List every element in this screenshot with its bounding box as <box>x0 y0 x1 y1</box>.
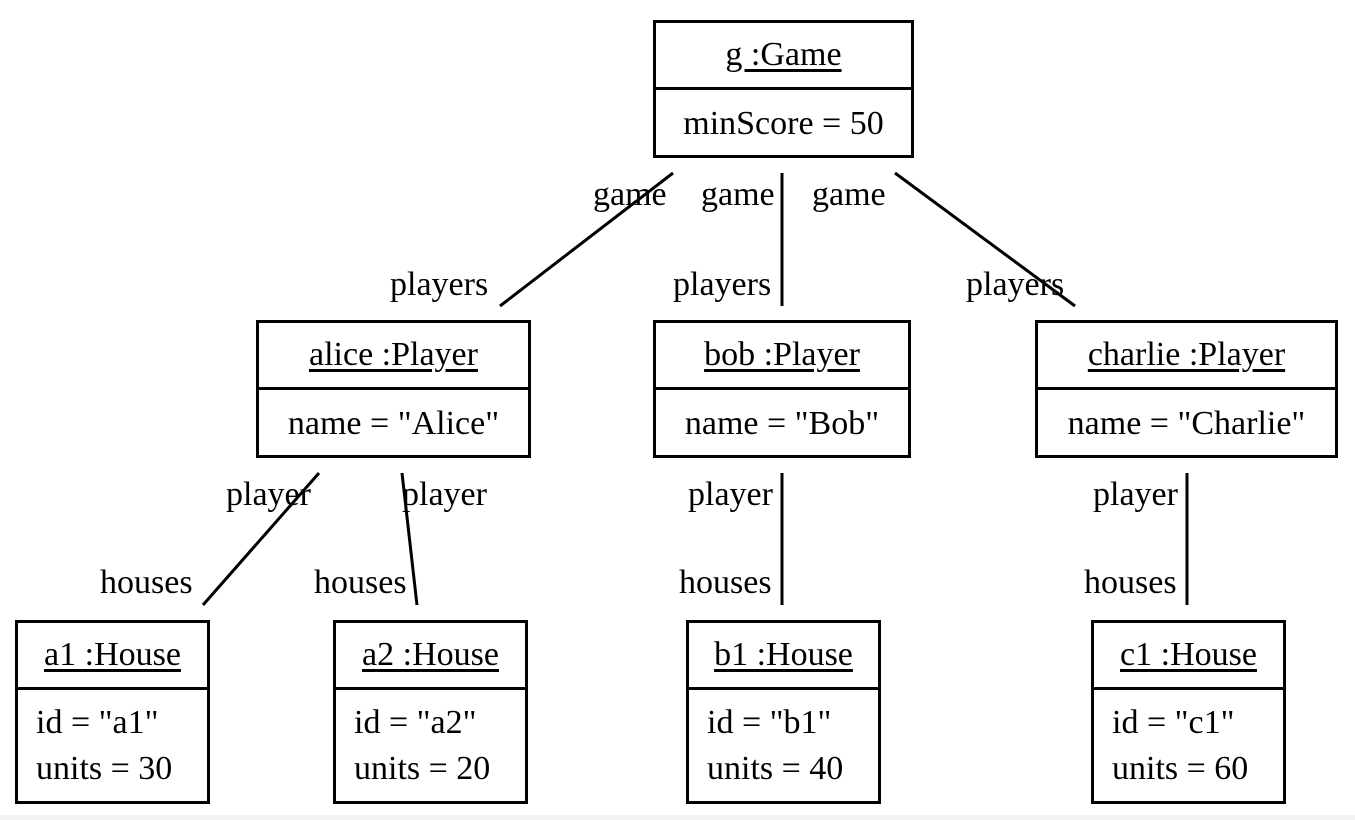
house-a1-attr-units: units = 30 <box>36 750 173 787</box>
player-bob-object: bob :Player name = "Bob" <box>653 320 911 458</box>
house-b1-title: b1 :House <box>689 623 878 690</box>
player-charlie-object: charlie :Player name = "Charlie" <box>1035 320 1338 458</box>
house-a2-attr-units: units = 20 <box>354 750 491 787</box>
player-alice-title: alice :Player <box>259 323 528 390</box>
role-label-game-bob: game <box>701 176 775 213</box>
role-label-houses-a1: houses <box>100 564 193 601</box>
role-label-houses-a2: houses <box>314 564 407 601</box>
house-c1-attr-id: id = "c1" <box>1112 704 1235 741</box>
role-label-player-a2: player <box>402 476 487 513</box>
link-alice-a2 <box>400 472 419 606</box>
player-bob-title: bob :Player <box>656 323 908 390</box>
link-game-charlie <box>894 171 1076 308</box>
role-label-player-b1: player <box>688 476 773 513</box>
player-alice-attr-name: name = "Alice" <box>287 405 500 442</box>
game-object-title: g :Game <box>656 23 911 90</box>
role-label-player-c1: player <box>1093 476 1178 513</box>
house-a2-title: a2 :House <box>336 623 525 690</box>
role-label-game-charlie: game <box>812 176 886 213</box>
bottom-edge-shade <box>0 815 1355 820</box>
player-charlie-attr-name: name = "Charlie" <box>1067 405 1306 442</box>
role-label-players-alice: players <box>390 266 489 303</box>
house-a1-object: a1 :House id = "a1" units = 30 <box>15 620 210 804</box>
house-b1-attr-id: id = "b1" <box>707 704 832 741</box>
house-c1-title: c1 :House <box>1094 623 1283 690</box>
game-attr-minscore: minScore = 50 <box>683 105 884 142</box>
role-label-players-charlie: players <box>966 266 1065 303</box>
house-a1-title: a1 :House <box>18 623 207 690</box>
house-a1-attrs: id = "a1" units = 30 <box>18 690 207 792</box>
house-c1-attr-units: units = 60 <box>1112 750 1249 787</box>
house-b1-attr-units: units = 40 <box>707 750 844 787</box>
role-label-houses-b1: houses <box>679 564 772 601</box>
house-b1-object: b1 :House id = "b1" units = 40 <box>686 620 881 804</box>
player-charlie-title: charlie :Player <box>1038 323 1335 390</box>
role-label-player-a1: player <box>226 476 311 513</box>
house-c1-attrs: id = "c1" units = 60 <box>1094 690 1283 792</box>
role-label-houses-c1: houses <box>1084 564 1177 601</box>
player-alice-object: alice :Player name = "Alice" <box>256 320 531 458</box>
house-a1-attr-id: id = "a1" <box>36 704 159 741</box>
role-label-game-alice: game <box>593 176 667 213</box>
house-a2-attrs: id = "a2" units = 20 <box>336 690 525 792</box>
house-b1-attrs: id = "b1" units = 40 <box>689 690 878 792</box>
game-object: g :Game minScore = 50 <box>653 20 914 158</box>
house-a2-attr-id: id = "a2" <box>354 704 477 741</box>
house-c1-object: c1 :House id = "c1" units = 60 <box>1091 620 1286 804</box>
link-game-alice <box>499 171 674 308</box>
house-a2-object: a2 :House id = "a2" units = 20 <box>333 620 528 804</box>
role-label-players-bob: players <box>673 266 772 303</box>
player-bob-attr-name: name = "Bob" <box>684 405 880 442</box>
link-alice-a1 <box>201 472 321 606</box>
